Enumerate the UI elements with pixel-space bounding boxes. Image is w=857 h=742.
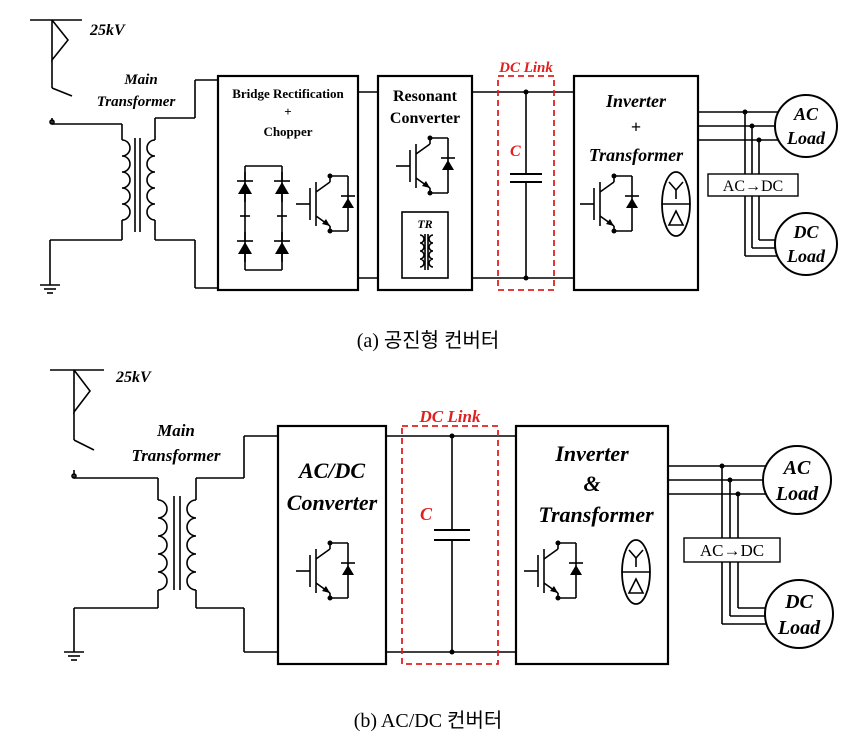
inverter-block-a xyxy=(572,74,700,292)
ac-load-b-line2: Load xyxy=(775,483,819,505)
inverter-block-b-line1: Inverter xyxy=(554,441,629,466)
converter-block-line1: AC/DC xyxy=(297,458,365,483)
ac-load-b-line1: AC xyxy=(782,457,811,479)
inverter-block-a-line3: Transformer xyxy=(589,145,684,165)
main-transformer-a-line1: Main xyxy=(123,72,157,88)
bridge-block-line1: Bridge Rectification xyxy=(232,86,344,101)
resonant-block-line1: Resonant xyxy=(393,88,458,105)
cap-label-b: C xyxy=(420,504,433,524)
cap-label-a: C xyxy=(510,143,521,160)
tr-label: TR xyxy=(417,217,432,231)
voltage-label-a: 25kV xyxy=(89,22,126,39)
dc-load-b-line1: DC xyxy=(784,591,813,613)
acdc-box-b xyxy=(683,537,781,563)
inverter-block-b-line2: & xyxy=(583,471,600,496)
bridge-diodes xyxy=(236,165,291,271)
acdc-box-a xyxy=(707,173,799,197)
ac-load-a-line2: Load xyxy=(786,128,826,148)
main-transformer-b-line2: Transformer xyxy=(131,446,220,465)
dc-link-box-b xyxy=(401,425,499,665)
diagram-a: 25kV Main Transformer Bridge Rectificati… xyxy=(30,19,838,352)
dc-load-a-line2: Load xyxy=(786,246,826,266)
acdc-label-a: AC→DC xyxy=(723,178,783,195)
dc-load-a xyxy=(774,212,838,276)
resonant-block-line2: Converter xyxy=(390,110,460,127)
ac-load-b xyxy=(762,445,832,515)
ac-load-a-line1: AC xyxy=(793,104,819,124)
acdc-converter-block xyxy=(276,424,388,666)
dc-link-box-a xyxy=(497,75,555,291)
ac-load-a xyxy=(774,94,838,158)
caption-b: (b) AC/DC 컨버터 xyxy=(354,709,503,732)
voltage-label-b: 25kV xyxy=(115,369,152,386)
dc-link-label-b: DC Link xyxy=(419,407,481,426)
converter-block-line2: Converter xyxy=(287,490,378,515)
inverter-block-a-line1: Inverter xyxy=(605,91,667,111)
acdc-label-b: AC→DC xyxy=(700,541,764,560)
inverter-block-b-line3: Transformer xyxy=(538,502,654,527)
bridge-rectification-block xyxy=(216,74,360,292)
main-transformer-a-line2: Transformer xyxy=(97,94,176,110)
bridge-block-line3: Chopper xyxy=(263,124,312,139)
main-transformer-b-line1: Main xyxy=(156,421,195,440)
dc-load-b xyxy=(764,579,834,649)
inverter-block-a-line2: + xyxy=(631,117,641,137)
dc-link-label-a: DC Link xyxy=(498,60,553,76)
tr-box xyxy=(401,211,449,279)
bridge-block-line2: + xyxy=(284,104,291,119)
dc-load-a-line1: DC xyxy=(792,222,819,242)
caption-a: (a) 공진형 컨버터 xyxy=(357,329,500,352)
dc-load-b-line2: Load xyxy=(777,617,821,639)
diagram-b: 25kV Main Transformer AC/DC Converter DC… xyxy=(50,369,834,732)
